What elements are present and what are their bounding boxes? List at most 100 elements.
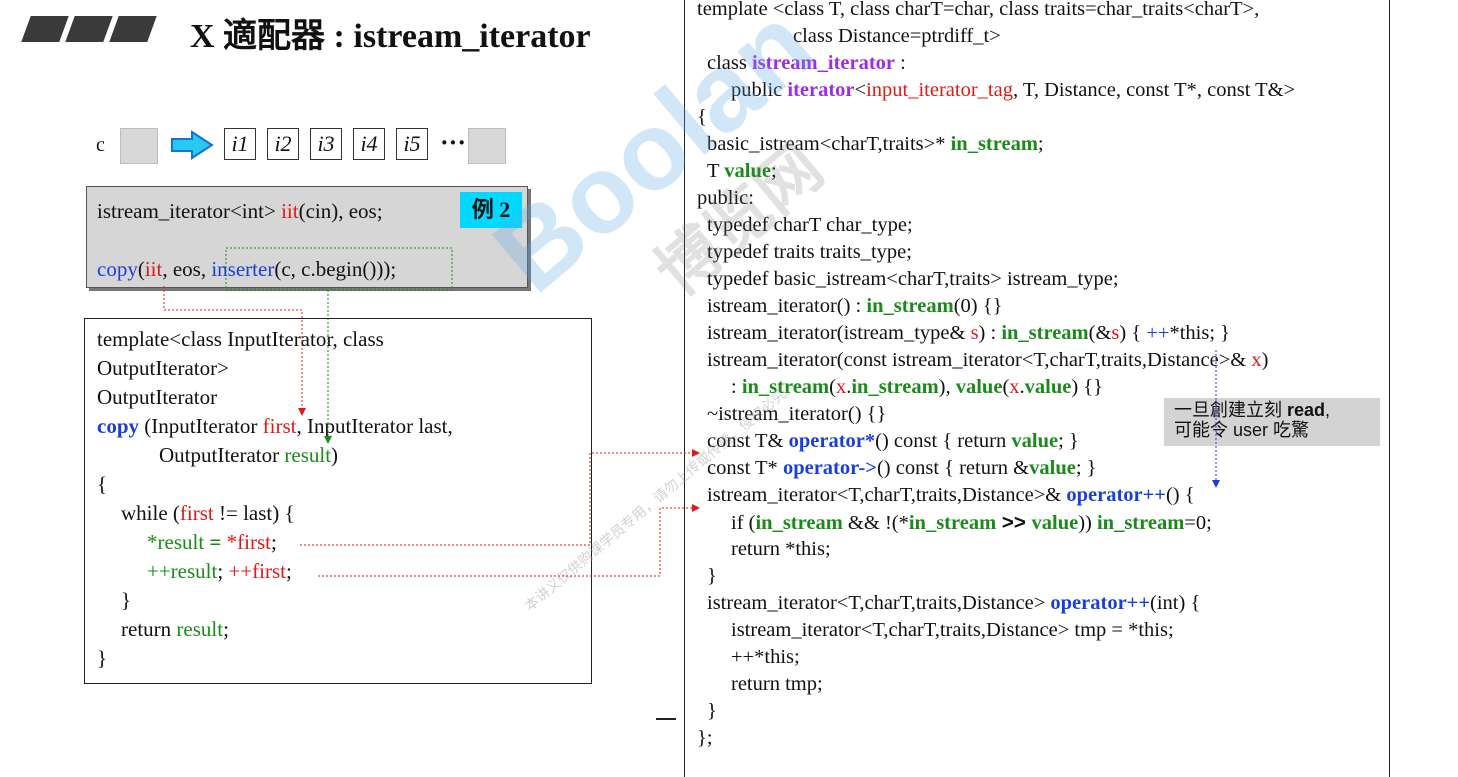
code-in-stream: in_stream: [866, 295, 954, 317]
code-value: value: [724, 160, 771, 182]
code-line: OutputIterator result): [159, 443, 338, 468]
arrowhead-icon: [692, 504, 700, 512]
example-line-2: copy(iit, eos, inserter(c, c.begin()));: [97, 257, 396, 282]
container-label: c: [96, 134, 105, 156]
code-text: ) {}: [1071, 376, 1103, 398]
code-text: while (: [121, 501, 180, 525]
code-line: istream_iterator<T,charT,traits,Distance…: [707, 484, 1195, 507]
code-in-stream: in_stream: [1001, 322, 1089, 344]
code-line: OutputIterator: [97, 385, 218, 409]
code-text: if (: [731, 512, 756, 534]
code-text: <: [854, 79, 867, 101]
code-line: }: [121, 588, 132, 612]
code-text: ): [1261, 349, 1269, 371]
stream-item: i1: [224, 128, 256, 160]
code-text: && !(*: [842, 512, 909, 534]
code-text: istream_iterator(istream_type&: [707, 322, 971, 344]
code-line: typedef charT char_type;: [707, 214, 913, 236]
code-text: istream_iterator() :: [707, 295, 867, 317]
code-result: result: [176, 617, 224, 641]
code-line: const T* operator->() const { return &va…: [707, 457, 1097, 480]
code-text: ),: [938, 376, 956, 398]
code-text: ;: [285, 559, 292, 583]
code-line: T value;: [707, 160, 777, 183]
code-text: .: [846, 376, 852, 398]
code-extract-op: >>: [996, 511, 1032, 534]
code-first: *first: [226, 530, 271, 554]
code-in-stream: in_stream: [950, 133, 1038, 155]
code-text: (InputIterator: [139, 414, 263, 438]
stream-item: i4: [353, 128, 385, 160]
code-line: copy (InputIterator first, InputIterator…: [97, 414, 453, 439]
code-text: ; }: [1075, 457, 1097, 479]
code-increment: ++: [1146, 322, 1170, 344]
code-line: template<class InputIterator, class: [97, 327, 384, 351]
code-operator: operator*: [788, 430, 876, 452]
code-text: (0) {}: [953, 295, 1003, 317]
code-text: ;: [770, 160, 777, 182]
code-line: {: [697, 106, 707, 128]
note-text: 一旦創建立刻: [1174, 400, 1288, 420]
example-line-1: istream_iterator<int> iit(cin), eos;: [97, 199, 383, 224]
code-line: if (in_stream && !(*in_stream >> value))…: [731, 511, 1212, 535]
code-param-x: x: [835, 376, 847, 398]
note-line-2: 可能令 user 吃驚: [1174, 420, 1310, 440]
code-base-name: iterator: [787, 79, 855, 101]
code-copy: copy: [97, 414, 139, 438]
code-text: ;: [270, 530, 277, 554]
code-text: istream_iterator<int>: [97, 199, 282, 223]
code-line: istream_iterator<T,charT,traits,Distance…: [707, 592, 1200, 615]
code-line: typedef traits traits_type;: [707, 241, 912, 263]
code-line: while (first != last) {: [121, 501, 295, 526]
code-text: ;: [223, 617, 229, 641]
code-in-stream: in_stream: [741, 376, 830, 398]
code-param-s: s: [1111, 322, 1120, 344]
code-line: *result = *first;: [147, 530, 277, 555]
code-value: value: [1029, 457, 1076, 479]
code-text: () const { return: [875, 430, 1012, 452]
code-text: != last) {: [213, 501, 295, 525]
code-text: :: [895, 52, 906, 74]
code-line: };: [697, 727, 713, 749]
code-first: first: [179, 501, 214, 525]
code-text: () const { return &: [876, 457, 1030, 479]
code-text: istream_iterator<T,charT,traits,Distance…: [707, 484, 1067, 506]
code-iit: iit: [281, 199, 299, 223]
code-text: ): [331, 443, 339, 467]
code-line: public:: [697, 187, 754, 209]
code-text: const T*: [707, 457, 783, 479]
code-result: ++result: [147, 559, 218, 583]
stream-item: i5: [396, 128, 428, 160]
code-line: template <class T, class charT=char, cla…: [697, 0, 1260, 20]
code-value: value: [1024, 376, 1072, 398]
code-first: first: [262, 414, 297, 438]
code-param-s: s: [970, 322, 979, 344]
right-arrow-icon: [171, 130, 214, 160]
code-text: (&: [1088, 322, 1112, 344]
code-operator: operator->: [782, 457, 877, 479]
code-text: =0;: [1184, 512, 1212, 534]
code-inserter: inserter: [211, 257, 275, 281]
code-line: }: [707, 565, 717, 587]
code-text: (cin), eos;: [298, 199, 383, 223]
code-line: {: [97, 472, 108, 496]
code-param-x: x: [1009, 376, 1020, 398]
code-line: }: [97, 646, 108, 670]
code-in-stream: in_stream: [755, 512, 843, 534]
example-tag: 例 2: [460, 192, 522, 228]
ellipsis: ···: [440, 128, 467, 157]
code-line: return *this;: [731, 538, 831, 560]
container-slot: [120, 128, 158, 164]
arrowhead-icon: [1212, 480, 1220, 488]
code-operator: operator++: [1050, 592, 1151, 614]
code-text: *this; }: [1169, 322, 1230, 344]
code-assign: =: [204, 530, 227, 554]
code-class-name: istream_iterator: [751, 52, 896, 74]
code-text: ; }: [1058, 430, 1079, 452]
code-text: () {: [1165, 484, 1195, 506]
code-text: .: [1019, 376, 1025, 398]
read-warning-note: 一旦創建立刻 read, 可能令 user 吃驚: [1164, 398, 1380, 446]
code-text: class: [707, 52, 752, 74]
code-result: *result: [147, 530, 205, 554]
deref-connector: [300, 452, 694, 546]
